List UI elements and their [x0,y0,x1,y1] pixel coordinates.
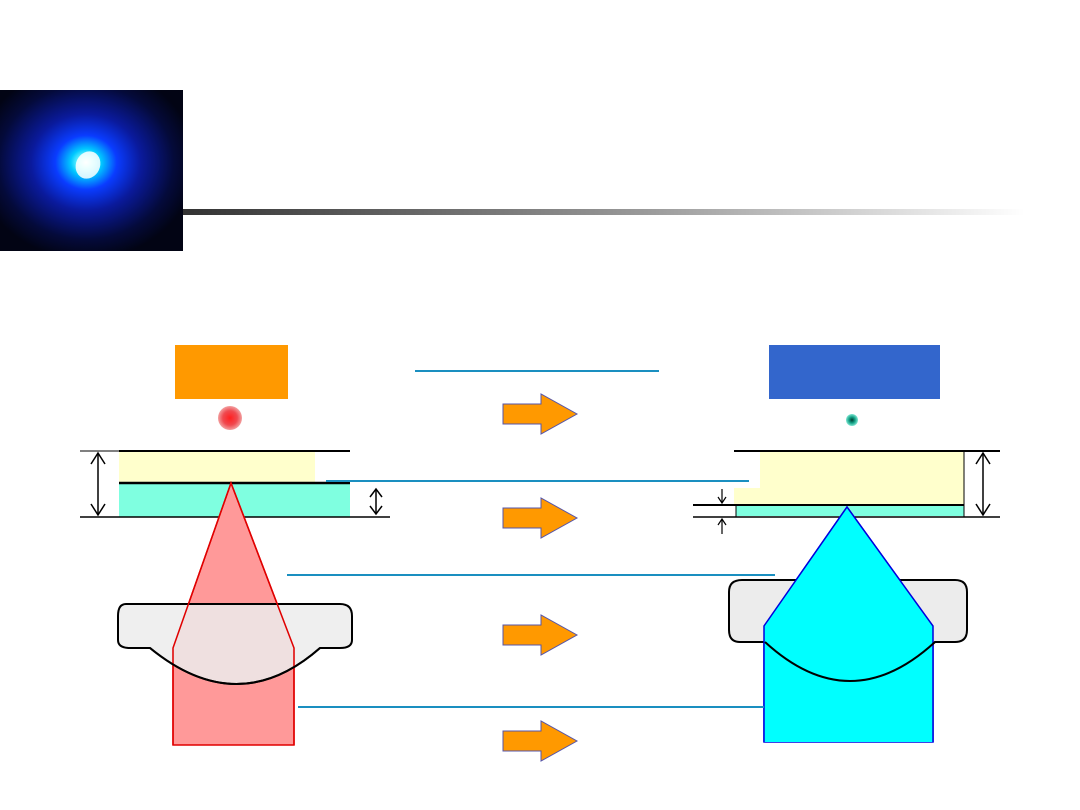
left-label-box [175,345,288,399]
right-spot [846,414,858,426]
right-thickness-arrow [975,451,991,517]
left-thickness-arrow [90,451,106,517]
right-lens-curve [764,641,936,682]
left-lens-curve [149,647,321,685]
title-underline [183,209,1025,215]
right-cover-arrows [717,489,727,534]
comparison-arrow-4 [502,720,579,762]
right-beam-edge [763,505,934,742]
comparison-arrow-1 [502,393,579,435]
comparison-arrow-3 [502,614,579,656]
right-cover-layer [760,452,964,504]
left-spot [218,406,242,430]
connector-lines [287,370,775,708]
left-cover-layer [119,452,315,482]
comparison-arrow-2 [502,497,579,539]
left-beam-edge [172,480,295,745]
comparison-arrows [502,393,579,762]
right-cover-layer-notch [734,488,764,504]
right-beam-overlay [764,507,933,742]
thumbnail-spot-core [75,151,101,179]
left-substrate-arrow [369,487,383,516]
left-objective-lens [117,603,353,685]
right-label-box [769,345,940,399]
